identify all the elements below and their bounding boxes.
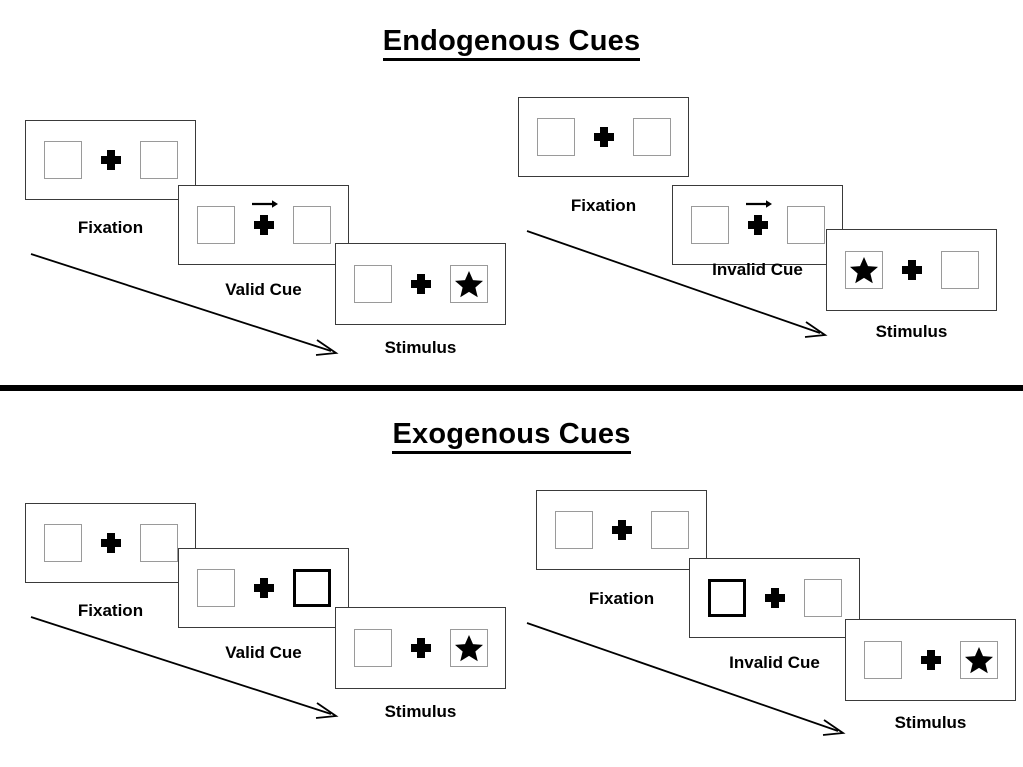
- panel-content: [353, 629, 488, 667]
- fixation-cross-icon: [901, 259, 923, 281]
- panel-content: [43, 524, 178, 562]
- panel-content: [196, 569, 331, 607]
- placeholder-box-left: [196, 206, 235, 244]
- fixation-cross-icon: [745, 200, 772, 236]
- placeholder-box-right: [803, 579, 842, 617]
- placeholder-box-right: [940, 251, 979, 289]
- time-flow-arrow-exogenous-valid: [30, 616, 339, 719]
- placeholder-box-left-cued: [707, 579, 746, 617]
- caption-exogenous-valid-cue: Valid Cue: [225, 643, 302, 662]
- placeholder-box-right: [786, 206, 825, 244]
- panel-content: [536, 118, 671, 156]
- placeholder-box-right: [632, 118, 671, 156]
- fixation-cross-icon: [410, 637, 432, 659]
- panel-content: [353, 265, 488, 303]
- placeholder-box-right: [139, 524, 178, 562]
- placeholder-box-right: [650, 511, 689, 549]
- caption-exogenous-valid-fixation: Fixation: [77, 601, 144, 620]
- panel-content: [690, 200, 825, 244]
- placeholder-box-left: [353, 265, 392, 303]
- caption-exogenous-invalid-cue: Invalid Cue: [729, 653, 820, 672]
- panel-endogenous-invalid-fixation: [518, 97, 689, 177]
- caption-exogenous-valid-stimulus: Stimulus: [384, 702, 457, 721]
- fixation-cross-icon: [251, 200, 278, 236]
- placeholder-box-left: [863, 641, 902, 679]
- section-title-endogenous-text: Endogenous Cues: [382, 25, 641, 61]
- panel-exogenous-invalid-fixation: [536, 490, 707, 570]
- fixation-cross-icon: [920, 649, 942, 671]
- panel-endogenous-valid-fixation: [25, 120, 196, 200]
- placeholder-box-left: [536, 118, 575, 156]
- star-target-icon: [849, 257, 878, 284]
- placeholder-box-right-target: [959, 641, 998, 679]
- fixation-cross-icon: [611, 519, 633, 541]
- panel-endogenous-invalid-cue: [672, 185, 843, 265]
- placeholder-box-left-target: [844, 251, 883, 289]
- placeholder-box-right: [292, 206, 331, 244]
- time-flow-arrow-endogenous-valid: [30, 253, 339, 356]
- panel-endogenous-valid-cue: [178, 185, 349, 265]
- caption-endogenous-invalid-fixation: Fixation: [570, 196, 637, 215]
- caption-endogenous-valid-stimulus: Stimulus: [384, 338, 457, 357]
- star-target-icon: [964, 647, 993, 674]
- placeholder-box-right-cued: [292, 569, 331, 607]
- fixation-cross-icon: [100, 532, 122, 554]
- panel-endogenous-valid-stimulus: [335, 243, 506, 325]
- section-divider: [0, 385, 1023, 391]
- panel-content: [863, 641, 998, 679]
- fixation-cross-icon: [253, 577, 275, 599]
- panel-content: [196, 200, 331, 244]
- placeholder-box-left: [196, 569, 235, 607]
- section-title-endogenous: Endogenous Cues: [0, 25, 1023, 61]
- panel-exogenous-invalid-stimulus: [845, 619, 1016, 701]
- fixation-cross-icon: [100, 149, 122, 171]
- arrow-right-cue-icon: [251, 200, 278, 208]
- placeholder-box-right: [139, 141, 178, 179]
- caption-endogenous-invalid-cue: Invalid Cue: [712, 260, 803, 279]
- caption-endogenous-valid-cue: Valid Cue: [225, 280, 302, 299]
- arrow-right-cue-icon: [745, 200, 772, 208]
- panel-content: [554, 511, 689, 549]
- panel-content: [43, 141, 178, 179]
- placeholder-box-left: [43, 524, 82, 562]
- placeholder-box-left: [43, 141, 82, 179]
- panel-exogenous-valid-cue: [178, 548, 349, 628]
- placeholder-box-left: [690, 206, 729, 244]
- fixation-cross-icon: [410, 273, 432, 295]
- placeholder-box-left: [353, 629, 392, 667]
- placeholder-box-right-target: [449, 629, 488, 667]
- fixation-cross-icon: [764, 587, 786, 609]
- caption-endogenous-invalid-stimulus: Stimulus: [875, 322, 948, 341]
- caption-endogenous-valid-fixation: Fixation: [77, 218, 144, 237]
- panel-exogenous-invalid-cue: [689, 558, 860, 638]
- section-title-exogenous: Exogenous Cues: [0, 418, 1023, 454]
- placeholder-box-right-target: [449, 265, 488, 303]
- placeholder-box-left: [554, 511, 593, 549]
- panel-exogenous-valid-fixation: [25, 503, 196, 583]
- panel-exogenous-valid-stimulus: [335, 607, 506, 689]
- star-target-icon: [454, 271, 483, 298]
- panel-content: [707, 579, 842, 617]
- caption-exogenous-invalid-stimulus: Stimulus: [894, 713, 967, 732]
- star-target-icon: [454, 635, 483, 662]
- panel-endogenous-invalid-stimulus: [826, 229, 997, 311]
- section-title-exogenous-text: Exogenous Cues: [392, 418, 631, 454]
- panel-content: [844, 251, 979, 289]
- caption-exogenous-invalid-fixation: Fixation: [588, 589, 655, 608]
- fixation-cross-icon: [593, 126, 615, 148]
